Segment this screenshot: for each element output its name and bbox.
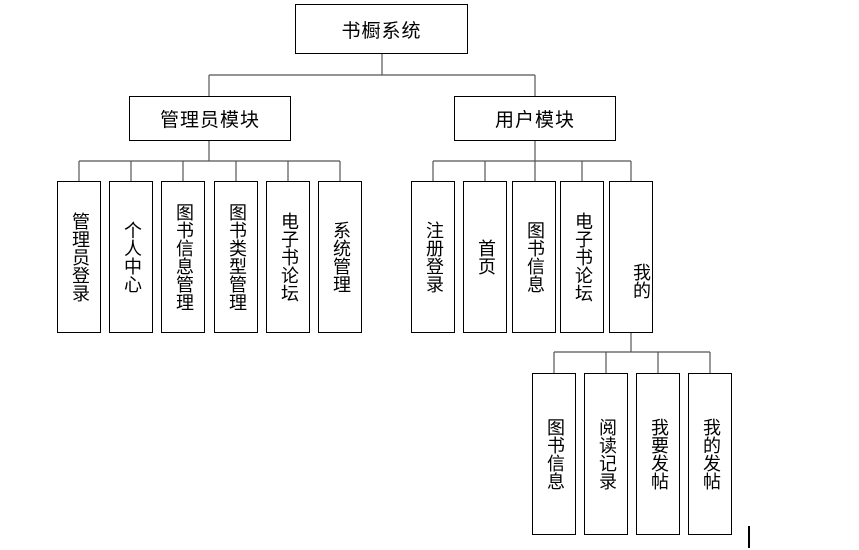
user-item-node: 电子书论坛 (560, 181, 604, 333)
user-module-node: 用户模块 (454, 96, 616, 141)
user-item-node: 首页 (463, 181, 507, 333)
admin-item-node: 管理员登录 (57, 181, 101, 333)
user-item-node: 我的 (609, 181, 653, 333)
user-item-node: 注册登录 (411, 181, 455, 333)
admin-item-node: 个人中心 (109, 181, 153, 333)
admin-module-node: 管理员模块 (129, 96, 291, 141)
text-cursor (748, 526, 750, 548)
mine-item-node: 阅读记录 (584, 373, 628, 535)
mine-item-node: 图书信息 (532, 373, 576, 535)
admin-item-node: 系统管理 (318, 181, 362, 333)
admin-item-node: 电子书论坛 (266, 181, 310, 333)
user-item-node: 图书信息 (512, 181, 556, 333)
admin-item-node: 图书信息管理 (161, 181, 205, 333)
admin-item-node: 图书类型管理 (214, 181, 258, 333)
mine-item-node: 我的发帖 (688, 373, 732, 535)
root-node: 书橱系统 (295, 4, 468, 54)
mine-item-node: 我要发帖 (636, 373, 680, 535)
